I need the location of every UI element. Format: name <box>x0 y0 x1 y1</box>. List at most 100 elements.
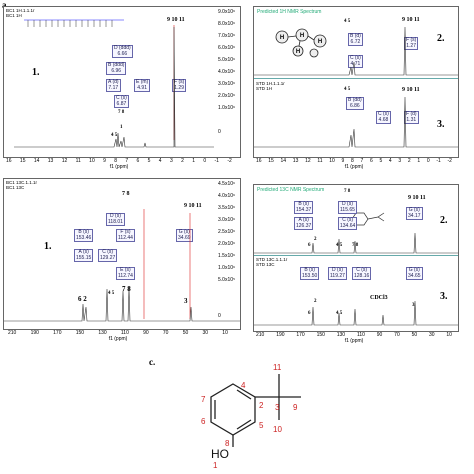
a-right-assign-45-bottom: 4 5 <box>344 87 351 92</box>
b-right-panel-3: 3. <box>440 291 448 302</box>
b-right-assign-78-top: 7 8 <box>344 189 351 194</box>
b-right-divider <box>254 255 458 256</box>
b-left-peak-f: F (s)112.44 <box>116 229 135 242</box>
b-right-assign-45: 4 5 <box>336 243 343 248</box>
b-right-peak-g2: G (s)34.65 <box>406 267 423 280</box>
a-right-assign-45-top: 4 5 <box>344 19 351 24</box>
a-left-peak-b: B (ddd)6.96 <box>106 62 127 75</box>
b-right-peak-b1: B (s)154.37 <box>294 201 314 214</box>
b-right-spectrum: Predicted 13C NMR Spectrum 7 8 9 10 11 B… <box>253 184 459 332</box>
b-left-header2: BC1 13C <box>6 185 25 190</box>
atom-8: 8 <box>225 439 230 448</box>
b-right-std2: STD 13C <box>256 262 275 267</box>
b-right-peak-d1: D (s)115.65 <box>338 201 357 214</box>
b-left-header1: BC1 13C.1.1.1r <box>6 180 38 185</box>
atom-11: 11 <box>273 363 282 372</box>
a-left-assign-78: 7 8 <box>118 110 125 115</box>
a-left-spectrum: BC1 1H.1.1.1r BC1 1H 1. D (ddd)6.66 B (d… <box>3 6 241 158</box>
b-left-assign-78: 7 8 <box>122 285 131 293</box>
b-right-title: Predicted 13C NMR Spectrum <box>257 187 325 193</box>
b-left-peak-e: E (s)112.74 <box>116 267 135 280</box>
a-left-panel-number: 1. <box>32 67 40 78</box>
b-right-std1: STD 13C.1.1.1r <box>256 257 288 262</box>
a-right-traces <box>254 26 458 148</box>
b-left-peak-b: B (s)153.46 <box>74 229 94 242</box>
b-right-peak-a1: A (s)126.37 <box>294 217 314 230</box>
a-right-molecule-model: H H H H <box>275 28 327 58</box>
a-left-peak-d: D (ddd)6.66 <box>112 45 133 58</box>
svg-text:H: H <box>318 39 322 45</box>
atom-6: 6 <box>201 417 206 426</box>
b-right-assign-2b: 2 <box>314 299 317 304</box>
a-right-peak-b1: B (d)6.72 <box>348 33 363 46</box>
a-right-assign-91011-bottom: 9 10 11 <box>402 87 420 93</box>
a-right-peak-c1: C (s)4.71 <box>348 55 363 68</box>
b-left-assign-62: 6 2 <box>78 295 87 303</box>
a-left-trace <box>14 25 214 148</box>
a-left-peak-a: A (d)7.17 <box>106 79 121 92</box>
b-left-trace <box>4 209 240 322</box>
atom-4: 4 <box>241 381 246 390</box>
atom-10: 10 <box>273 425 282 434</box>
b-left-peak-a: A (s)155.15 <box>74 249 94 262</box>
atom-9: 9 <box>293 403 298 412</box>
b-left-peak-g: G (s)34.69 <box>176 229 193 242</box>
a-right-assign-91011-top: 9 10 11 <box>402 17 420 23</box>
a-left-peak-f: F (s)1.29 <box>172 79 187 92</box>
structure-4-tert-butylphenol: 4 2 3 5 7 6 8 11 9 10 1 HO <box>201 363 301 470</box>
svg-text:H: H <box>280 35 284 41</box>
atom-3: 3 <box>275 403 280 412</box>
a-right-title: Predicted 1H NMR Spectrum <box>257 9 322 15</box>
b-right-assign-2: 2 <box>314 237 317 242</box>
b-left-peak-c: C (s)129.27 <box>98 249 118 262</box>
b-right-peak-c2: C (s)128.16 <box>352 267 372 280</box>
b-right-peak-c1: C (s)134.64 <box>338 217 358 230</box>
b-left-peak-d: D (s)118.01 <box>106 213 125 226</box>
a-right-panel-2: 2. <box>437 33 445 44</box>
b-right-peak-g1: G (s)34.17 <box>406 207 423 220</box>
b-right-peak-b2: B (s)153.50 <box>300 267 320 280</box>
a-left-assign-45: 4 5 <box>111 133 118 138</box>
b-right-assign-6b: 6 <box>308 311 311 316</box>
b-right-assign-3: 3 <box>412 303 415 308</box>
b-right-assign-6: 6 <box>308 243 311 248</box>
b-right-panel-2: 2. <box>440 215 448 226</box>
atom-5: 5 <box>259 421 264 430</box>
a-right-peak-c2: C (s)4.68 <box>376 111 391 124</box>
a-right-divider <box>254 78 458 79</box>
hydroxyl-group: HO <box>211 447 229 461</box>
b-left-panel-number: 1. <box>44 241 52 252</box>
a-left-peak-c: C (s)6.87 <box>114 95 129 108</box>
b-left-assign-45: 4 5 <box>108 291 115 296</box>
svg-text:H: H <box>300 33 304 39</box>
atom-7: 7 <box>201 395 206 404</box>
a-right-peak-b2: B (dd)6.86 <box>346 97 364 110</box>
b-right-peak-d2: D (s)119.27 <box>328 267 347 280</box>
b-right-solvent: CDCl3 <box>370 295 388 301</box>
b-left-spectrum: BC1 13C.1.1.1r BC1 13C 1. 7 8 9 10 11 B … <box>3 178 241 330</box>
a-left-header2: BC1 1H <box>6 13 22 18</box>
a-right-peak-f1: F (s)1.27 <box>404 37 419 50</box>
a-right-std2: STD 1H <box>256 86 273 91</box>
a-left-header1: BC1 1H.1.1.1r <box>6 8 35 13</box>
b-left-assign-91011-top: 9 10 11 <box>184 203 202 209</box>
a-right-peak-f2: F (d)1.31 <box>404 111 419 124</box>
label-a: a. <box>2 0 9 10</box>
a-left-peak-ticks <box>24 19 124 27</box>
a-left-assign-91011: 9 10 11 <box>167 17 185 23</box>
b-right-traces <box>254 232 458 326</box>
a-right-std1: STD 1H.1.1.1r <box>256 81 285 86</box>
svg-text:H: H <box>296 49 300 55</box>
a-right-panel-3: 3. <box>437 119 445 130</box>
label-c: c. <box>149 357 156 367</box>
a-left-peak-e: E (m)4.91 <box>134 79 151 92</box>
b-left-assign-3: 3 <box>184 297 188 305</box>
b-left-assign-78-top: 7 8 <box>122 191 130 197</box>
a-left-assign-1: 1 <box>120 125 123 130</box>
atom-1: 1 <box>213 461 218 470</box>
atom-2: 2 <box>259 401 264 410</box>
